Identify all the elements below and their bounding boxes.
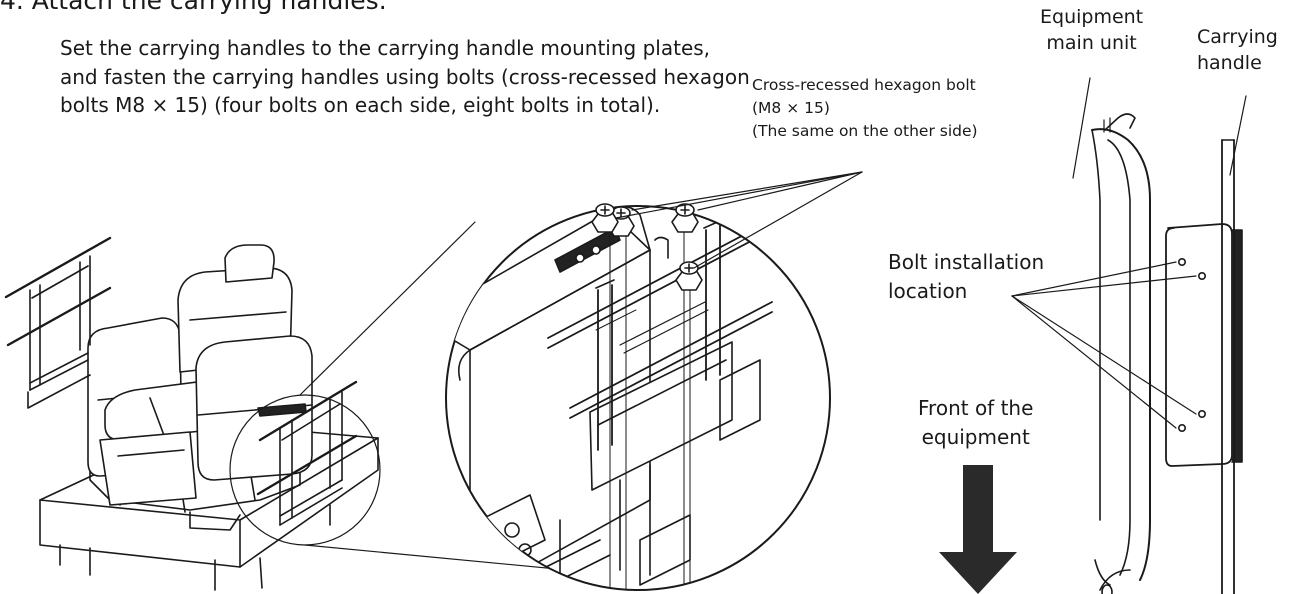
hex-bolt-2 xyxy=(591,203,619,233)
install-label-line1: Bolt installation xyxy=(888,250,1045,274)
front-direction-arrow xyxy=(939,465,1017,594)
main-unit-label-line1: Equipment xyxy=(1040,6,1144,28)
install-location-callout: Bolt installation location xyxy=(888,248,1044,306)
step-heading: 4. Attach the carrying handles. xyxy=(0,0,387,15)
handle-label-line1: Carrying xyxy=(1197,26,1278,48)
instruction-text: Set the carrying handles to the carrying… xyxy=(60,34,750,120)
instruction-paragraph: Set the carrying handles to the carrying… xyxy=(60,36,750,117)
bolt-callout-leaders xyxy=(615,171,863,269)
main-unit-callout: Equipment main unit xyxy=(1040,4,1143,56)
front-callout: Front of the equipment xyxy=(918,394,1033,452)
magnified-detail xyxy=(445,203,831,591)
bolt-name-label: Cross-recessed hexagon bolt xyxy=(752,76,976,94)
side-view-leaders xyxy=(1011,77,1247,429)
hex-bolt-4 xyxy=(675,261,703,291)
zoom-leader-top xyxy=(299,221,476,396)
bolt-group xyxy=(591,203,703,291)
bolt-callout: Cross-recessed hexagon bolt (M8 × 15) (T… xyxy=(752,74,978,143)
hex-bolt-3 xyxy=(671,203,699,233)
handle-callout: Carrying handle xyxy=(1197,24,1278,76)
chair-on-pallet-drawing xyxy=(4,236,381,591)
main-unit-label-line2: main unit xyxy=(1046,32,1137,54)
bolt-note-label: (The same on the other side) xyxy=(752,122,978,140)
bolt-size-label: (M8 × 15) xyxy=(752,99,830,117)
install-label-line2: location xyxy=(888,279,968,303)
front-label-line2: equipment xyxy=(921,425,1030,449)
handle-label-line2: handle xyxy=(1197,52,1262,74)
front-label-line1: Front of the xyxy=(918,396,1034,420)
side-view-drawing xyxy=(1091,113,1243,594)
